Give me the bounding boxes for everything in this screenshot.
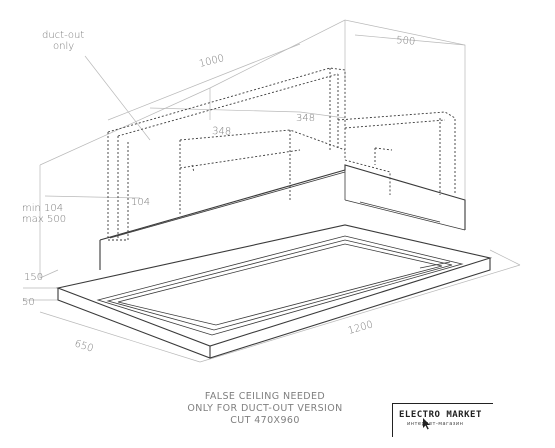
dim-body-height: 150	[24, 272, 43, 283]
dim-duct-depth: 348	[296, 113, 315, 124]
note-line-3: CUT 470X960	[230, 415, 300, 426]
dim-frame-depth: 650	[73, 338, 95, 354]
ceiling-wall-outline	[39, 19, 466, 279]
note-line-1: FALSE CEILING NEEDED	[204, 391, 326, 402]
note-line-2: ONLY FOR DUCT-OUT VERSION	[187, 403, 343, 414]
dim-max-height: max 500	[22, 214, 66, 225]
cursor-icon	[423, 418, 430, 430]
logo-tagline: интернет-магазин	[407, 421, 464, 427]
dim-depth-top: 500	[396, 35, 416, 48]
dim-duct-height: 104	[131, 197, 150, 208]
dimension-lines	[23, 34, 521, 363]
hood-body	[99, 164, 466, 270]
duct-chimney	[107, 67, 456, 241]
dim-duct-width: 348	[212, 126, 231, 138]
logo-name: ELECTRO MARKET	[399, 410, 482, 420]
dim-min-height: min 104	[22, 203, 63, 214]
dim-frame-height: 50	[22, 297, 35, 308]
duct-note-line2: only	[53, 41, 74, 52]
duct-note-line1: duct-out	[42, 30, 84, 41]
dim-width-top: 1000	[198, 53, 225, 70]
hood-frame	[56, 224, 493, 359]
dimension-labels: duct-out only 1000 500 348 348 104 min 1…	[22, 30, 416, 355]
dim-frame-width: 1200	[347, 319, 374, 337]
electro-market-logo: ELECTRO MARKET интернет-магазин	[392, 403, 493, 437]
